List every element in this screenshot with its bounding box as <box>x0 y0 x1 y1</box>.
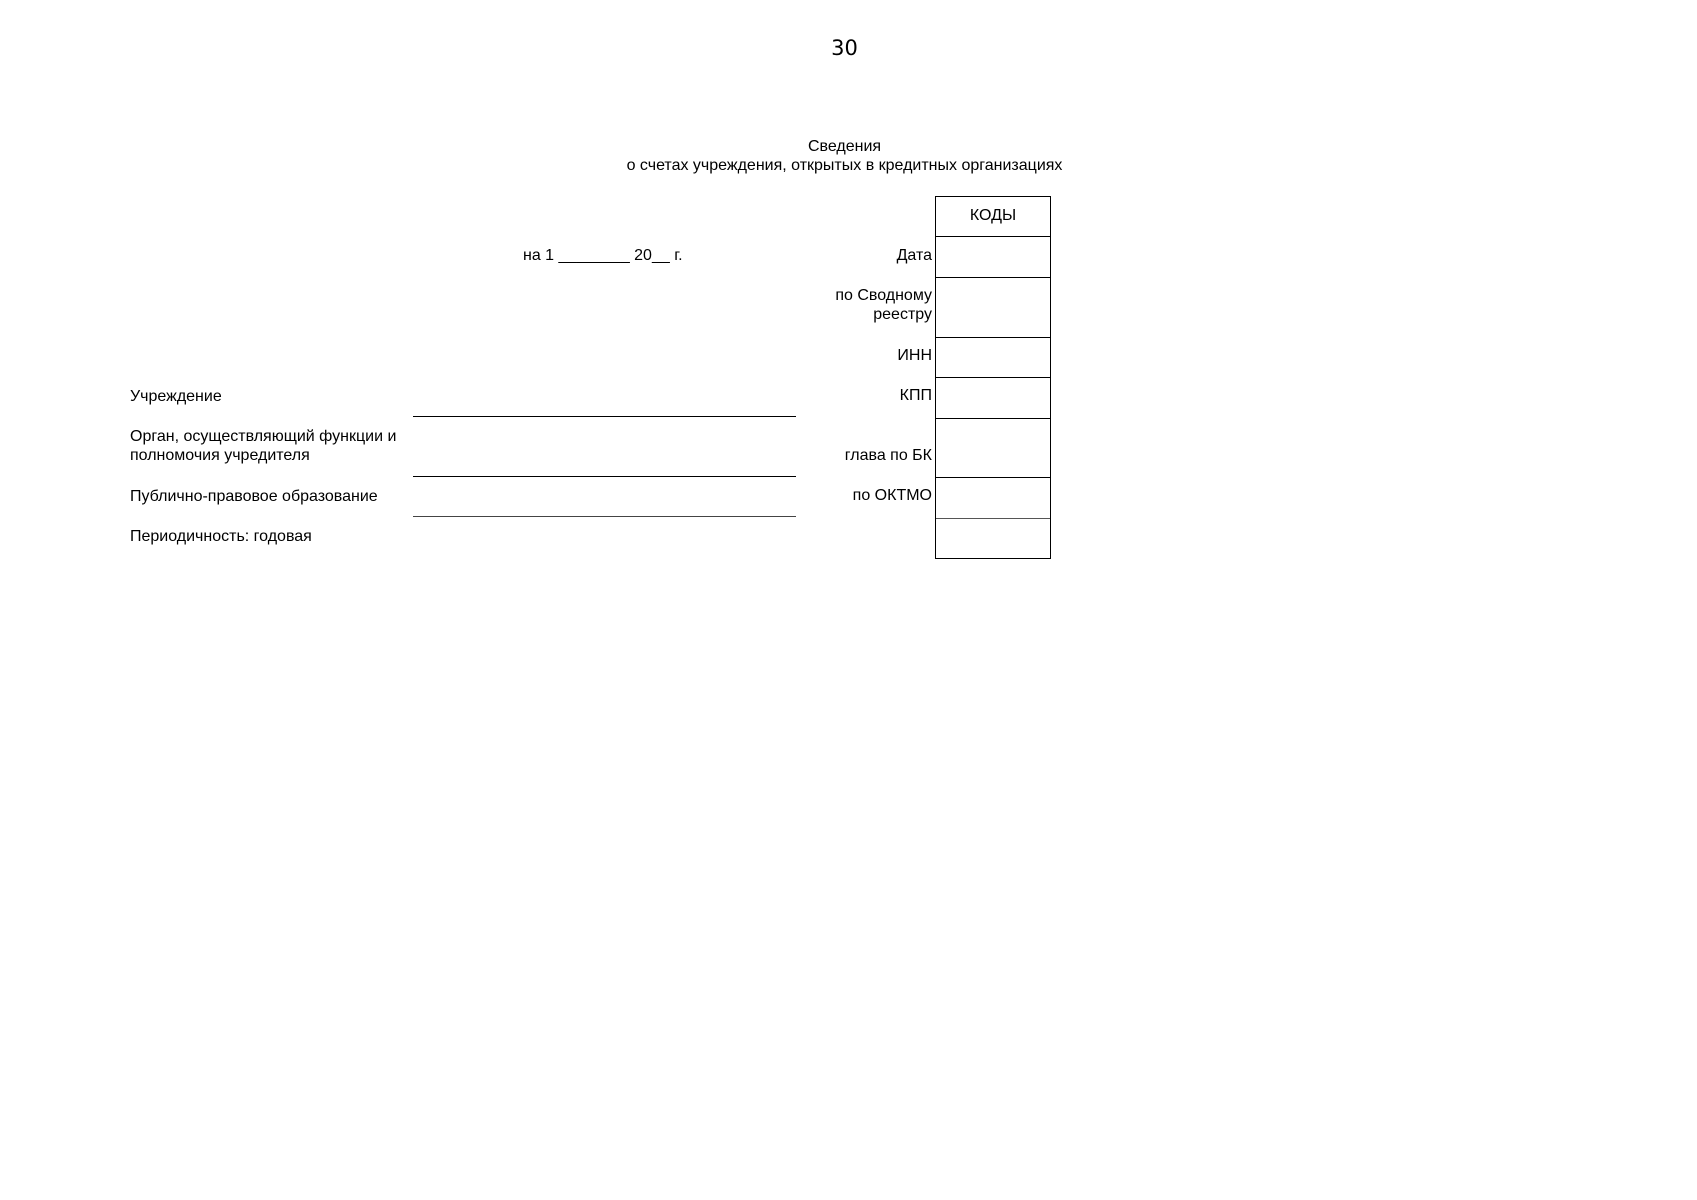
code-label-kpp: КПП <box>899 387 932 404</box>
codes-table: КОДЫ <box>935 196 1051 559</box>
code-cell-date <box>936 237 1050 278</box>
code-cell-oktmo <box>936 478 1050 519</box>
code-label-inn: ИНН <box>897 347 932 364</box>
field-label-founder-line2: полномочия учредителя <box>130 447 310 464</box>
code-cell-budget-chapter <box>936 419 1050 478</box>
code-cell-kpp <box>936 378 1050 419</box>
code-label-budget-chapter: глава по БК <box>844 447 932 464</box>
founder-fill-line <box>413 476 796 477</box>
field-label-institution: Учреждение <box>130 388 222 405</box>
report-date-line: на 1 ________ 20__ г. <box>523 247 683 264</box>
institution-fill-line <box>413 416 796 417</box>
code-cell-inn <box>936 338 1050 378</box>
field-label-periodicity: Периодичность: годовая <box>130 528 312 545</box>
codes-header-cell: КОДЫ <box>936 197 1050 237</box>
code-cell-consolidated-register <box>936 278 1050 338</box>
code-label-date: Дата <box>896 247 932 264</box>
code-label-consolidated-register-line1: по Сводному <box>835 287 932 304</box>
code-cell-blank <box>936 519 1050 559</box>
code-label-consolidated-register-line2: реестру <box>873 306 932 323</box>
field-label-founder-line1: Орган, осуществляющий функции и <box>130 428 397 445</box>
public-entity-fill-line <box>413 516 796 517</box>
codes-header: КОДЫ <box>969 207 1017 224</box>
document-subtitle: о счетах учреждения, открытых в кредитны… <box>626 157 1063 174</box>
page-number: 30 <box>831 36 858 60</box>
code-label-oktmo: по ОКТМО <box>852 487 932 504</box>
document-title: Сведения <box>807 138 882 155</box>
field-label-public-entity: Публично-правовое образование <box>130 488 378 505</box>
